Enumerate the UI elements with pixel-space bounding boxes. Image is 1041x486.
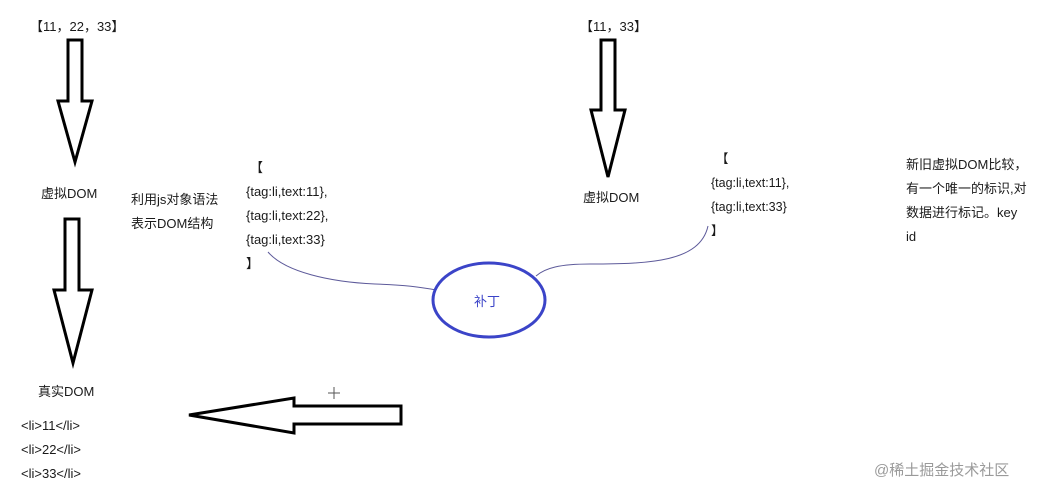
down-arrow-new-array-to-vdom: [589, 38, 627, 178]
li-item: <li>22</li>: [21, 442, 81, 457]
new-virtual-dom-label: 虚拟DOM: [583, 190, 640, 205]
note-line: 利用js对象语法: [131, 192, 219, 207]
cursor-crosshair-icon: [328, 387, 340, 399]
compare-note-line: 有一个唯一的标识,对: [906, 181, 1027, 196]
patch-ellipse: [431, 261, 547, 339]
vdom-old-line: {tag:li,text:11},: [246, 184, 328, 199]
down-arrow-vdom-to-real-dom: [52, 217, 94, 369]
vdom-new-line: 】: [711, 224, 724, 238]
vdom-new-line: {tag:li,text:11},: [711, 176, 790, 190]
watermark: @稀土掘金技术社区: [874, 462, 1010, 479]
down-arrow-array-to-vdom: [56, 38, 94, 168]
compare-note-line: 新旧虚拟DOM比较，: [906, 157, 1028, 172]
vdom-old-line: {tag:li,text:22},: [246, 208, 329, 223]
compare-note-line: id: [906, 229, 917, 244]
new-array-label: 【11，33】: [580, 19, 647, 34]
vdom-old-line: 】: [246, 256, 260, 271]
real-dom-label: 真实DOM: [38, 384, 95, 399]
old-array-label: 【11，22，33】: [30, 19, 125, 34]
vdom-old-line: 【: [250, 160, 264, 175]
connector-old-vdom-to-patch: [267, 251, 437, 291]
connector-new-vdom-to-patch: [535, 225, 709, 277]
patch-label: 补丁: [474, 294, 501, 309]
note-line: 表示DOM结构: [131, 216, 214, 231]
li-item: <li>11</li>: [21, 418, 81, 433]
compare-note-line: 数据进行标记。key: [906, 205, 1018, 220]
vdom-new-line: {tag:li,text:33}: [711, 200, 787, 214]
li-item: <li>33</li>: [21, 466, 81, 481]
old-virtual-dom-label: 虚拟DOM: [41, 186, 98, 201]
left-arrow-patch-to-real-dom: [188, 396, 403, 435]
vdom-old-line: {tag:li,text:33}: [246, 232, 325, 247]
vdom-new-line: 【: [716, 152, 729, 166]
